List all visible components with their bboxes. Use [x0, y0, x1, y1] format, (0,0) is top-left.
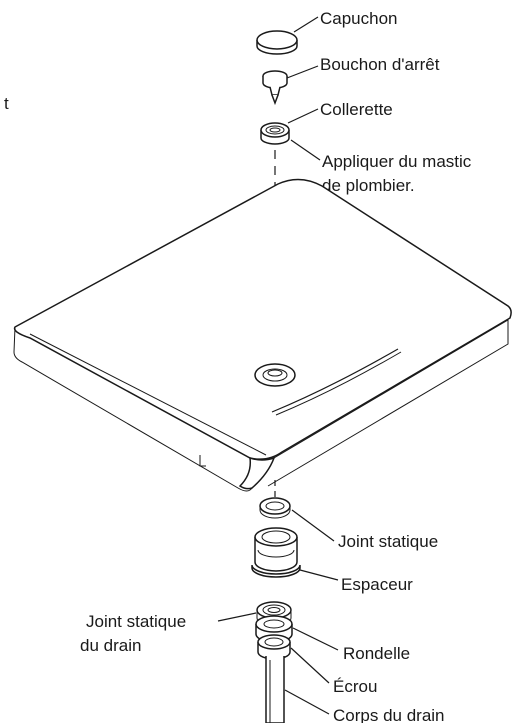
ecrou-leader [290, 647, 330, 684]
capuchon-leader [293, 16, 319, 33]
collerette-part [260, 122, 290, 145]
collerette-leader [287, 108, 319, 124]
espaceur-part [251, 527, 301, 578]
corps-leader [284, 689, 330, 715]
joint-statique-part [259, 497, 291, 519]
cropped-text-fragment: t [4, 94, 9, 113]
corps-label: Corps du drain [333, 706, 445, 723]
ecrou-part [257, 634, 291, 660]
joint-drain-label-line2: du drain [80, 636, 141, 655]
sink-basin [13, 178, 512, 492]
joint-drain-label-line1: Joint statique [86, 612, 186, 631]
collerette-label: Collerette [320, 100, 393, 119]
joint-drain-leader [217, 612, 257, 622]
joint-statique-leader [291, 509, 335, 542]
capuchon-label: Capuchon [320, 9, 398, 28]
mastic-label-line1: Appliquer du mastic [322, 152, 472, 171]
rondelle-label: Rondelle [343, 644, 410, 663]
joint-statique-label: Joint statique [338, 532, 438, 551]
rondelle-leader [292, 627, 339, 651]
espaceur-label: Espaceur [341, 575, 413, 594]
bouchon-leader [286, 65, 319, 79]
espaceur-leader [299, 569, 339, 581]
bouchon-part [262, 70, 288, 106]
ecrou-label: Écrou [333, 677, 377, 696]
corps-du-drain-part [265, 656, 285, 723]
bouchon-label: Bouchon d'arrêt [320, 55, 440, 74]
mastic-label-line2: de plombier. [322, 176, 415, 195]
capuchon-part [256, 30, 298, 55]
mastic-leader [290, 139, 321, 161]
